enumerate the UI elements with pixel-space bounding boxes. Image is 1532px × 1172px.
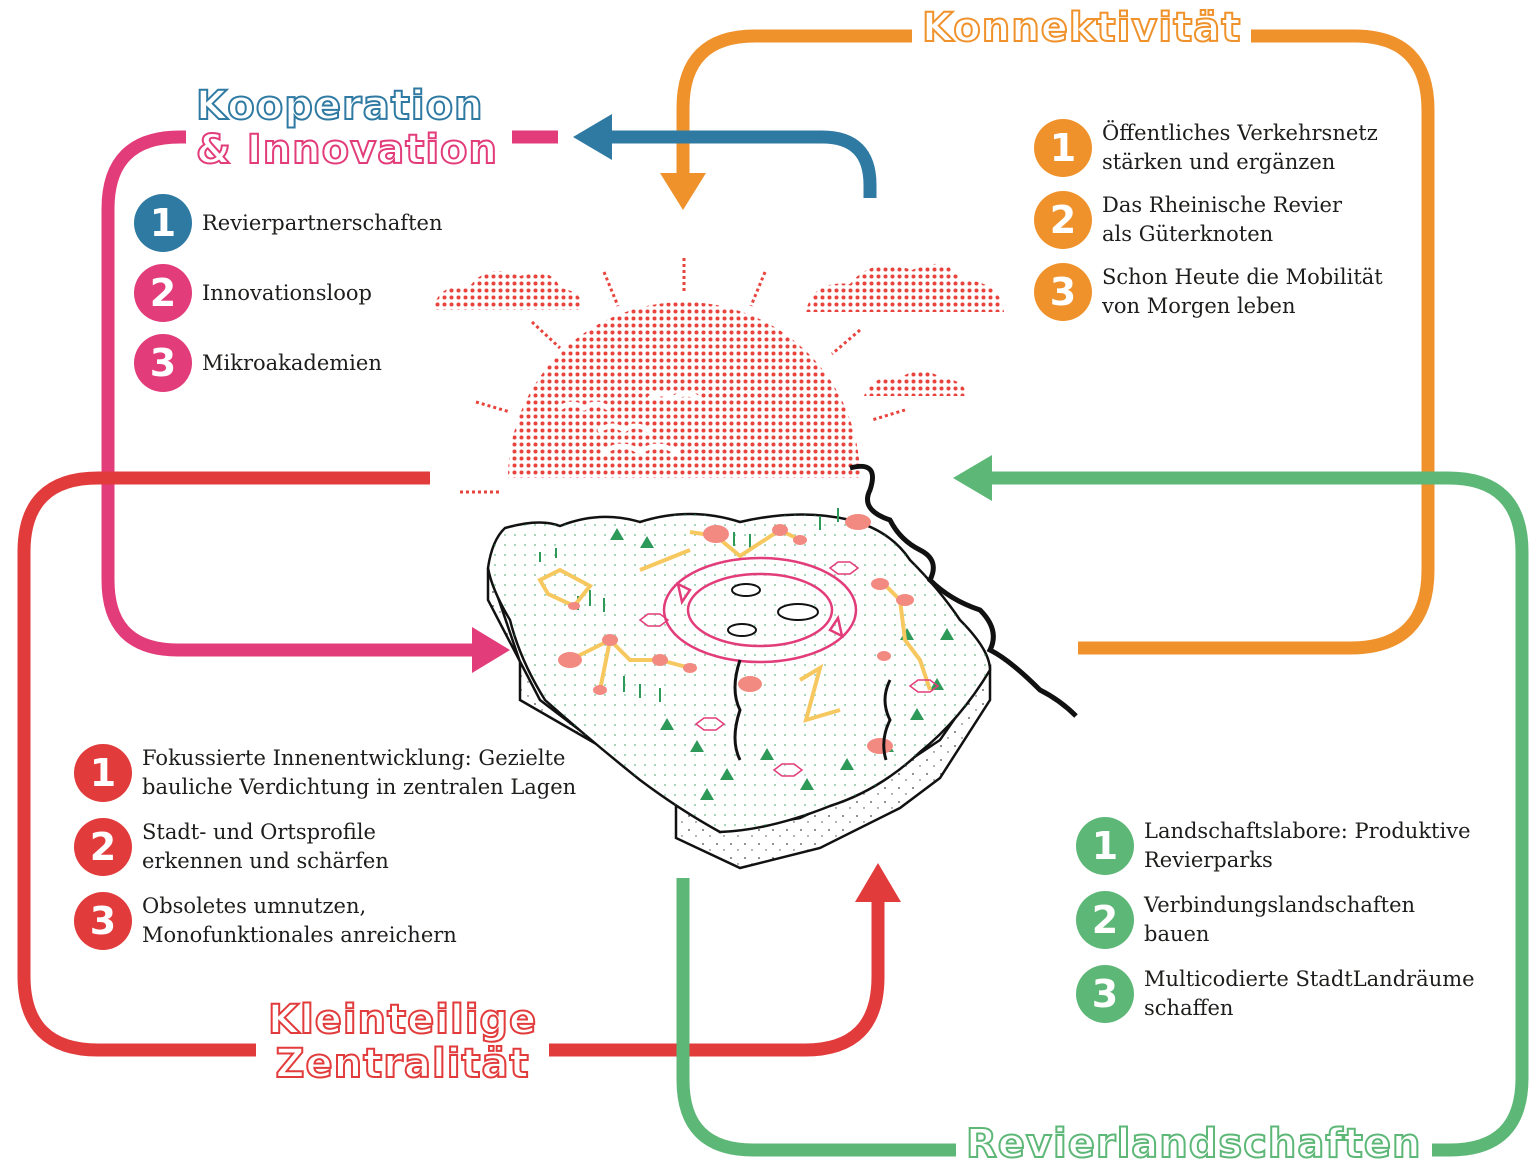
list-item: 1 Landschaftslabore: Produktive Revierpa… bbox=[1076, 816, 1475, 876]
list-item: 2 Das Rheinische Revier als Güterknoten bbox=[1034, 190, 1383, 250]
list-item-text: Das Rheinische Revier als Güterknoten bbox=[1102, 193, 1342, 246]
innovation-arrowhead bbox=[472, 627, 510, 673]
list-item: 1 Öffentliches Verkehrsnetz stärken und … bbox=[1034, 118, 1383, 178]
list-item: 3 Mikroakademien bbox=[134, 334, 442, 392]
zentralitaet-title-line1: Kleinteilige bbox=[267, 997, 538, 1043]
konnektivitaet-title-text: Konnektivität bbox=[921, 5, 1242, 51]
list-item: 3 Obsoletes umnutzen, Monofunktionales a… bbox=[74, 890, 576, 952]
list-item-text: Öffentliches Verkehrsnetz stärken und er… bbox=[1102, 121, 1378, 174]
zentralitaet-title-line2: Zentralität bbox=[275, 1041, 530, 1087]
konnektivitaet-list: 1 Öffentliches Verkehrsnetz stärken und … bbox=[1034, 118, 1383, 322]
revierlandschaften-loop bbox=[676, 471, 1529, 1157]
number-badge: 1 bbox=[1034, 119, 1092, 177]
number-badge: 1 bbox=[74, 744, 132, 802]
number-badge: 2 bbox=[1076, 891, 1134, 949]
kooperation-title-line: Kooperation bbox=[195, 83, 484, 129]
list-item-text: Fokussierte Innenentwicklung: Gezielte b… bbox=[142, 746, 577, 799]
list-item-text: Stadt- und Ortsprofile erkennen und schä… bbox=[142, 820, 389, 873]
list-item-text: Landschaftslabore: Produktive Revierpark… bbox=[1144, 819, 1471, 872]
revierlandschaften-title: Revierlandschaften bbox=[956, 1121, 1432, 1167]
list-item-text: Verbindungslandschaften bauen bbox=[1144, 893, 1416, 946]
konnektivitaet-loop bbox=[676, 29, 1435, 655]
kooperation-list: 1 Revierpartnerschaften 2 Innovationsloo… bbox=[134, 194, 442, 392]
number-badge: 3 bbox=[1076, 965, 1134, 1023]
number-badge: 2 bbox=[74, 818, 132, 876]
zentralitaet-arrowhead bbox=[855, 863, 901, 902]
kooperation-innovation-title: Kooperation & Innovation bbox=[186, 83, 512, 173]
revierlandschaften-title-text: Revierlandschaften bbox=[965, 1121, 1422, 1167]
zentralitaet-list: 1 Fokussierte Innenentwicklung: Gezielte… bbox=[74, 742, 576, 952]
number-badge: 2 bbox=[1034, 191, 1092, 249]
list-item-text: Revierpartnerschaften bbox=[202, 210, 443, 235]
revierlandschaften-list: 1 Landschaftslabore: Produktive Revierpa… bbox=[1076, 816, 1475, 1024]
kooperation-loop bbox=[612, 130, 877, 198]
konnektivitaet-arrowhead bbox=[660, 173, 706, 210]
number-badge: 1 bbox=[1076, 817, 1134, 875]
list-item: 1 Fokussierte Innenentwicklung: Gezielte… bbox=[74, 742, 576, 804]
landscape-illustration bbox=[486, 463, 1078, 870]
number-badge: 3 bbox=[1034, 263, 1092, 321]
innovation-loop bbox=[101, 130, 558, 657]
konnektivitaet-title: Konnektivität bbox=[912, 5, 1252, 51]
kooperation-arrowhead bbox=[573, 114, 612, 160]
list-item: 2 Verbindungslandschaften bauen bbox=[1076, 890, 1475, 950]
list-item: 2 Innovationsloop bbox=[134, 264, 442, 322]
number-badge: 3 bbox=[134, 334, 192, 392]
zentralitaet-title: Kleinteilige Zentralität bbox=[256, 997, 550, 1087]
list-item: 1 Revierpartnerschaften bbox=[134, 194, 442, 252]
number-badge: 3 bbox=[74, 892, 132, 950]
revierlandschaften-arrowhead bbox=[953, 455, 992, 501]
number-badge: 2 bbox=[134, 264, 192, 322]
list-item: 3 Multicodierte StadtLandräume schaffen bbox=[1076, 964, 1475, 1024]
list-item: 3 Schon Heute die Mobilität von Morgen l… bbox=[1034, 262, 1383, 322]
list-item: 2 Stadt- und Ortsprofile erkennen und sc… bbox=[74, 816, 576, 878]
zentralitaet-loop bbox=[17, 471, 885, 1057]
list-item-text: Innovationsloop bbox=[202, 280, 372, 305]
list-item-text: Mikroakademien bbox=[202, 350, 382, 375]
number-badge: 1 bbox=[134, 194, 192, 252]
list-item-text: Schon Heute die Mobilität von Morgen leb… bbox=[1102, 265, 1383, 318]
innovation-title-line: & Innovation bbox=[195, 127, 498, 173]
sun-illustration bbox=[432, 258, 1004, 494]
list-item-text: Multicodierte StadtLandräume schaffen bbox=[1144, 967, 1475, 1020]
list-item-text: Obsoletes umnutzen, Monofunktionales anr… bbox=[142, 894, 457, 947]
